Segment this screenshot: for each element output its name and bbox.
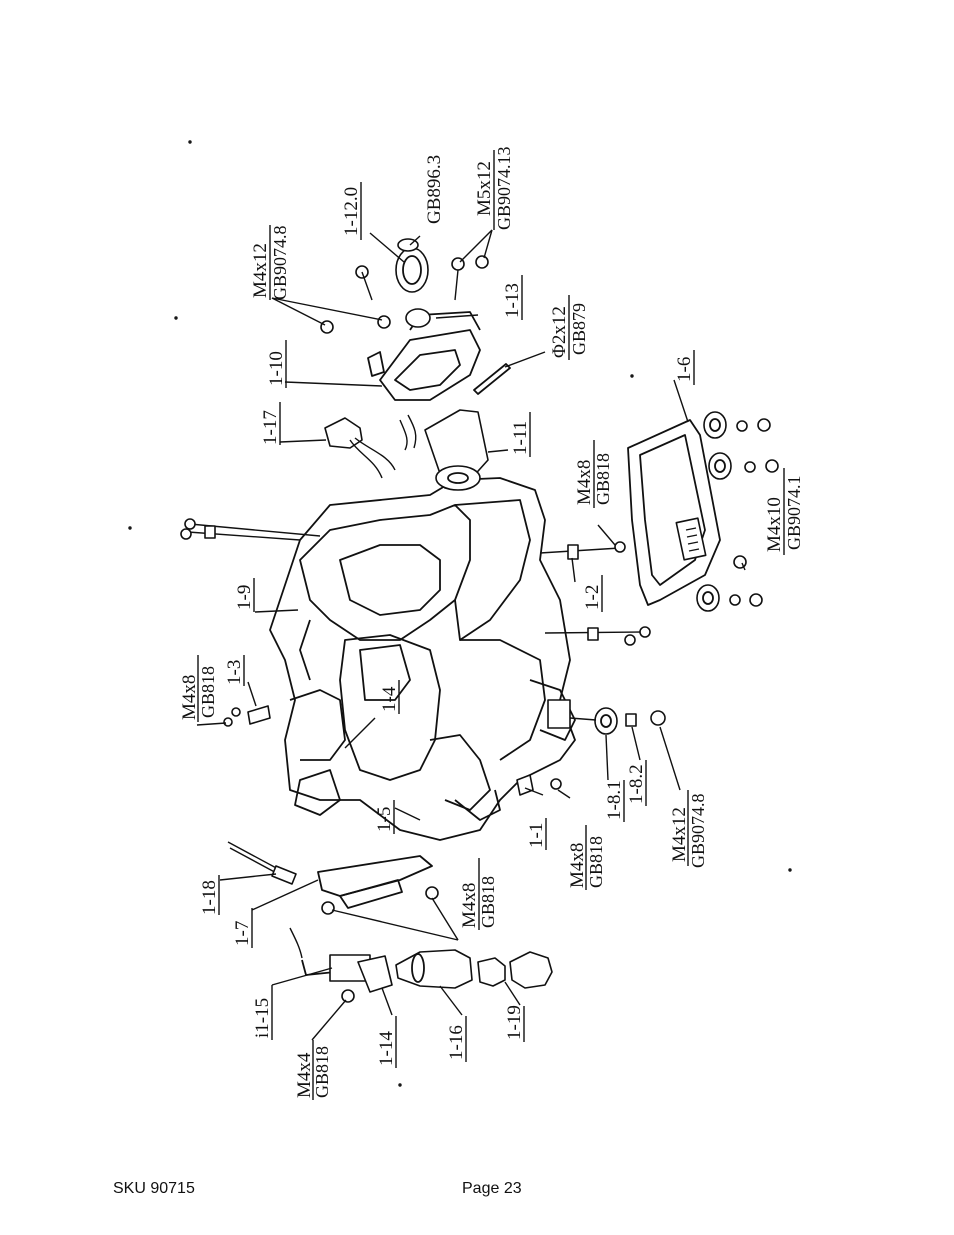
callout-1-17: 1-17 [260, 410, 281, 445]
callout-gb879: GB879 [569, 303, 589, 355]
callout-1-4: 1-4 [379, 686, 400, 712]
callout-m4x8-left: M4x8 [179, 675, 200, 720]
callout-1-13: 1-13 [502, 283, 523, 318]
clamp-assembly [320, 238, 489, 401]
leader-lines [196, 229, 746, 1041]
callout-1-14: 1-14 [376, 1031, 397, 1066]
callout-1-10: 1-10 [266, 351, 287, 386]
callout-1-19: 1-19 [504, 1005, 525, 1040]
callout-gb9074-13: GB9074.13 [494, 146, 514, 230]
callout-1-16: 1-16 [446, 1025, 467, 1060]
foot-parts [569, 707, 666, 735]
callout-gb818-left: GB818 [198, 666, 218, 718]
base-feet [696, 411, 779, 612]
callout-gb9074-8-top: GB9074.8 [270, 225, 290, 300]
callout-m5x12: M5x12 [474, 161, 495, 216]
main-frame-body [269, 477, 576, 841]
callout-gb9074-1: GB9074.1 [784, 475, 804, 550]
long-bolts [180, 518, 651, 646]
callout-1-2: 1-2 [582, 585, 603, 610]
pin-part [473, 363, 511, 395]
base-plate-part [627, 419, 721, 606]
callout-1-9: 1-9 [234, 585, 255, 610]
callout-m4x4: M4x4 [294, 1052, 315, 1098]
callout-1-6: 1-6 [674, 357, 695, 382]
callout-1-8-2: 1-8.2 [626, 764, 647, 804]
small-brackets [223, 705, 562, 796]
callout-1-3: 1-3 [224, 660, 245, 685]
callout-m4x8-base: M4x8 [574, 460, 595, 505]
callout-1-7: 1-7 [232, 921, 253, 946]
page-number: Page 23 [462, 1180, 522, 1197]
callout-m4x12-bottom: M4x12 [669, 807, 690, 862]
bracket-plate-part [317, 855, 439, 915]
callout-gb818-lower: GB818 [478, 876, 498, 928]
callout-1-11: 1-11 [510, 421, 531, 455]
callout-1-5: 1-5 [374, 807, 395, 832]
callout-1-18: 1-18 [199, 880, 220, 915]
callout-m4x12-top: M4x12 [250, 243, 271, 298]
callout-gb9074-8-bottom: GB9074.8 [688, 793, 708, 868]
callout-gb896-3: GB896.3 [424, 155, 445, 224]
callout-1-12-0: 1-12.0 [341, 187, 362, 236]
callout-gb818-mid: GB818 [586, 836, 606, 888]
callout-i1-15: i1-15 [252, 998, 273, 1038]
callout-labels: 1-12.0 GB896.3 M5x12 GB9074.13 M4x12 GB9… [179, 146, 804, 1100]
cylinder-part [424, 409, 489, 491]
callout-gb818-bottom: GB818 [312, 1046, 332, 1098]
part-drawings [128, 140, 792, 1087]
probe-part [227, 841, 297, 885]
callout-1-8-1: 1-8.1 [604, 780, 625, 820]
sku-number: SKU 90715 [113, 1180, 195, 1197]
lamp-assembly [289, 927, 553, 1003]
scan-specks [128, 140, 792, 1087]
callout-1-1: 1-1 [526, 823, 547, 848]
callout-gb818-base: GB818 [593, 453, 613, 505]
callout-phi2x12: Φ2x12 [549, 306, 570, 358]
switch-part [324, 414, 417, 479]
callout-m4x10: M4x10 [764, 497, 785, 552]
callout-m4x8-mid: M4x8 [567, 843, 588, 888]
callout-m4x8-lower: M4x8 [459, 883, 480, 928]
